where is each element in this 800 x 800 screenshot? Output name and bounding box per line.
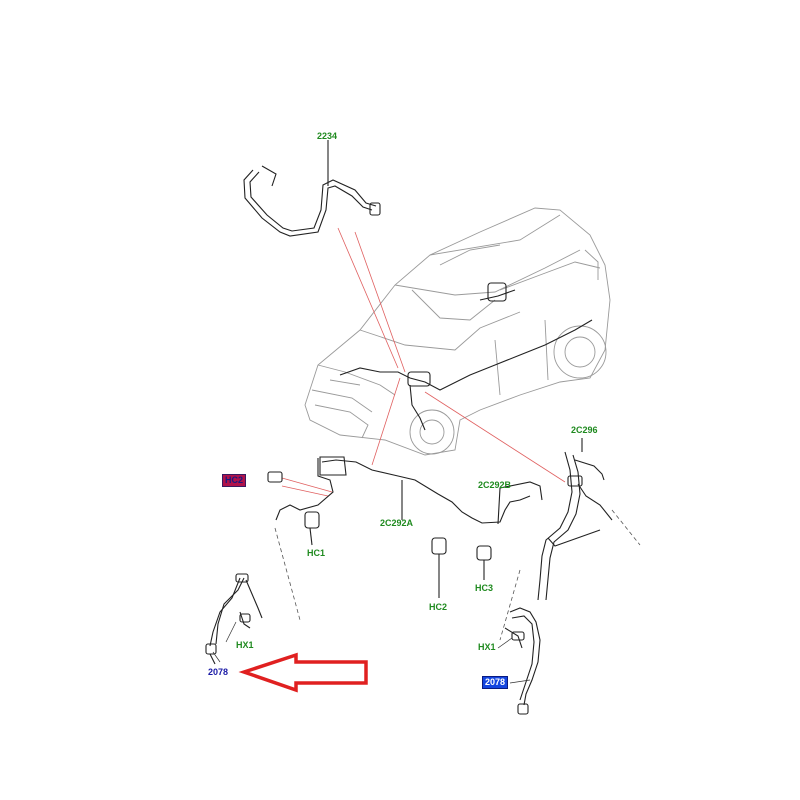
dashed-guides xyxy=(274,509,641,641)
part-2078-left-hose xyxy=(205,573,263,665)
label-2078-highlighted: 2078 xyxy=(481,676,509,689)
label-2C292B: 2C292B xyxy=(478,480,512,490)
red-arrow xyxy=(238,652,368,693)
label-HC3: HC3 xyxy=(475,583,494,593)
label-highlighted-red: HC2 xyxy=(221,474,247,487)
label-HC1: HC1 xyxy=(307,548,326,558)
vehicle-outline xyxy=(304,207,611,456)
label-2078: 2078 xyxy=(208,667,229,677)
part-2C296 xyxy=(537,438,613,601)
part-2C292A xyxy=(267,456,543,529)
label-HX1-right: HX1 xyxy=(478,642,496,652)
callout-lines xyxy=(281,227,566,497)
label-HX1-left: HX1 xyxy=(236,640,254,650)
part-2078-right-hose xyxy=(504,607,541,715)
part-2234 xyxy=(243,140,381,237)
label-2234: 2234 xyxy=(317,131,338,141)
label-2C292A: 2C292A xyxy=(380,518,414,528)
leader-lines xyxy=(212,621,531,684)
parts-hc-clips xyxy=(309,527,492,598)
vehicle-brake-lines xyxy=(339,282,593,431)
label-HC2: HC2 xyxy=(429,602,448,612)
label-2C296: 2C296 xyxy=(571,425,598,435)
